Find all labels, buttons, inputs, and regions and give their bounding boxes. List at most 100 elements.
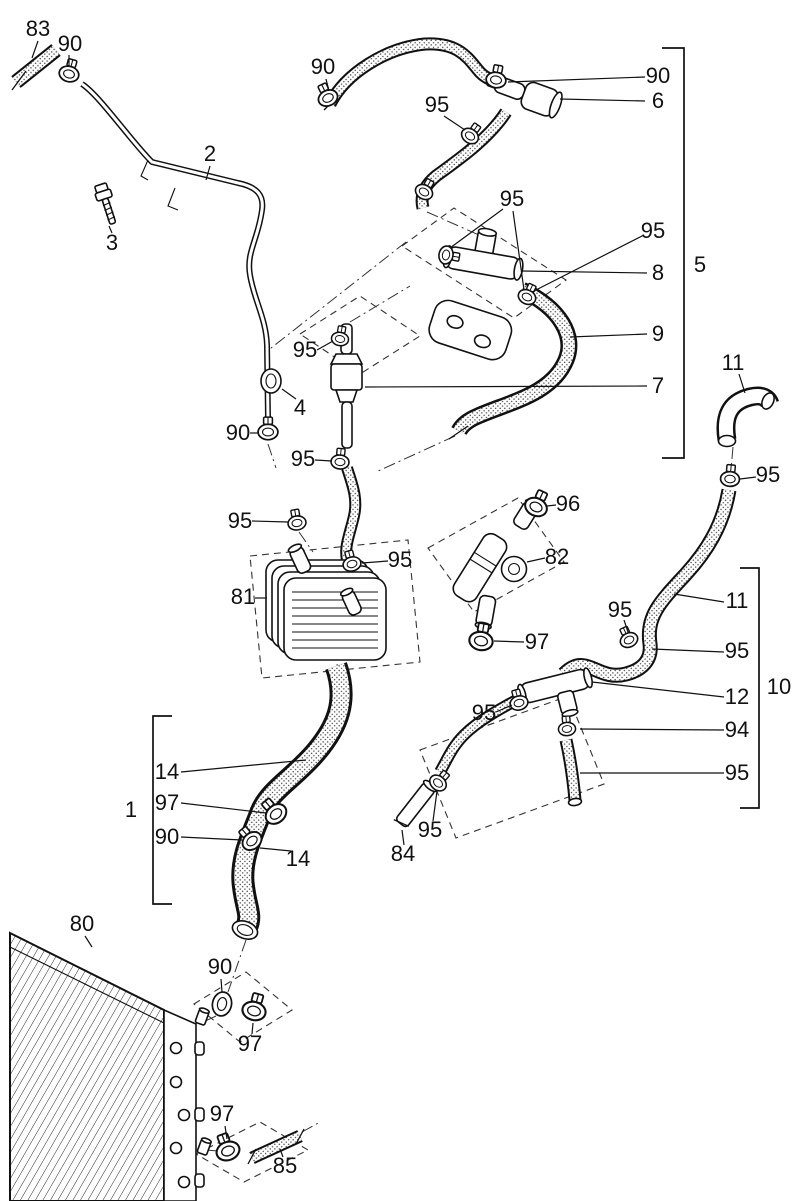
part-label-95-25: 95 [756, 462, 780, 487]
leader-line-90 [325, 78, 330, 92]
leader-line-95 [495, 704, 513, 713]
clamp-95-g [284, 507, 308, 533]
clamps [56, 56, 742, 1165]
leader-line-95 [651, 648, 725, 653]
leader-line-90 [507, 76, 646, 83]
part-label-11-14: 11 [722, 350, 745, 375]
part-label-9-12: 9 [652, 321, 664, 346]
leader-line-82 [526, 557, 546, 563]
leader-line-85 [279, 1148, 284, 1158]
cooler-port-upper [287, 543, 312, 574]
leader-lines [31, 40, 757, 1158]
hose-83 [11, 44, 61, 91]
part-label-95-8: 95 [500, 186, 524, 211]
part-label-97-43: 97 [238, 1031, 262, 1056]
leader-line-9 [569, 333, 648, 338]
bolt-3 [94, 182, 117, 225]
leader-line-11 [673, 593, 725, 603]
radiator-port-upper [194, 1007, 210, 1026]
part-label-95-20: 95 [388, 547, 412, 572]
leader-line-95 [251, 520, 289, 523]
leader-line-8 [521, 270, 648, 274]
oil-cooler-81 [265, 543, 387, 661]
pipe-2-bracket [140, 159, 179, 211]
leader-line-2 [205, 165, 211, 181]
leader-line-97 [251, 1022, 254, 1035]
leader-line-14 [259, 847, 292, 852]
part-label-90-5: 90 [646, 63, 670, 88]
bracket-group-5 [662, 47, 685, 459]
leader-line-95 [316, 340, 334, 351]
part-label-3-4: 3 [106, 230, 118, 255]
part-label-82-22: 82 [545, 544, 569, 569]
leader-line-95 [314, 459, 333, 462]
leader-line-12 [591, 681, 725, 698]
part-label-81-23: 81 [231, 584, 255, 609]
clamp-90-a [56, 56, 84, 85]
part-label-84-39: 84 [391, 841, 415, 866]
leader-line-97 [180, 802, 267, 814]
leader-line-95 [531, 234, 645, 293]
elbow-11 [716, 386, 780, 448]
leader-line-4 [281, 388, 297, 400]
part-label-95-31: 95 [725, 760, 749, 785]
part-label-95-27: 95 [608, 597, 632, 622]
pipe-2 [80, 81, 271, 419]
part-label-95-15: 95 [293, 337, 317, 362]
hose-1 [231, 662, 353, 940]
part-label-90-36: 90 [155, 824, 179, 849]
part-label-97-35: 97 [155, 790, 179, 815]
part-label-94-30: 94 [725, 717, 749, 742]
part-label-5-11: 5 [694, 252, 706, 277]
part-label-10-32: 10 [767, 674, 791, 699]
group-brackets [152, 47, 760, 905]
leader-line-95 [623, 619, 629, 633]
part-label-12-29: 12 [725, 684, 749, 709]
leader-line-97 [224, 1125, 228, 1140]
leader-line-11 [738, 373, 746, 394]
part-label-95-7: 95 [425, 92, 449, 117]
seal-ring-90 [209, 989, 235, 1019]
tee-connector-12 [517, 667, 593, 718]
part-label-90-1: 90 [58, 31, 82, 56]
part-label-7-13: 7 [652, 373, 664, 398]
clamp-90-c [484, 62, 510, 91]
leader-line-80 [84, 935, 93, 948]
leader-line-14 [180, 759, 307, 773]
part-label-95-40: 95 [418, 817, 442, 842]
part-label-90-42: 90 [208, 954, 232, 979]
pipe-84 [393, 779, 438, 828]
leader-line-95 [361, 560, 389, 564]
part-label-2-3: 2 [204, 141, 216, 166]
leader-line-7 [364, 385, 648, 388]
part-label-96-21: 96 [556, 491, 580, 516]
leader-line-83 [31, 40, 39, 59]
clamp-94 [556, 714, 577, 738]
hose-6-to-8 [415, 108, 512, 210]
leader-line-95 [739, 476, 757, 480]
clamp-95-i [719, 463, 742, 488]
radiator-80 [9, 931, 212, 1201]
leader-line-90 [220, 978, 223, 993]
clamp-95-j [614, 623, 641, 651]
leader-line-95 [449, 208, 504, 249]
leader-line-84 [401, 829, 405, 846]
part-label-97-24: 97 [525, 629, 549, 654]
leader-line-90 [180, 836, 243, 841]
part-label-8-10: 8 [652, 260, 664, 285]
part-label-85-45: 85 [273, 1153, 297, 1178]
part-label-95-9: 95 [641, 218, 665, 243]
leader-line-95 [512, 210, 525, 291]
part-label-80-41: 80 [70, 911, 94, 936]
part-label-95-28: 95 [725, 638, 749, 663]
part-label-1-37: 1 [125, 797, 137, 822]
bracket-group-1 [152, 715, 172, 905]
leader-line-6 [559, 98, 646, 102]
connector-82 [452, 498, 541, 631]
hose-85 [247, 1128, 305, 1165]
part-label-90-17: 90 [226, 420, 250, 445]
part-label-95-19: 95 [228, 508, 252, 533]
